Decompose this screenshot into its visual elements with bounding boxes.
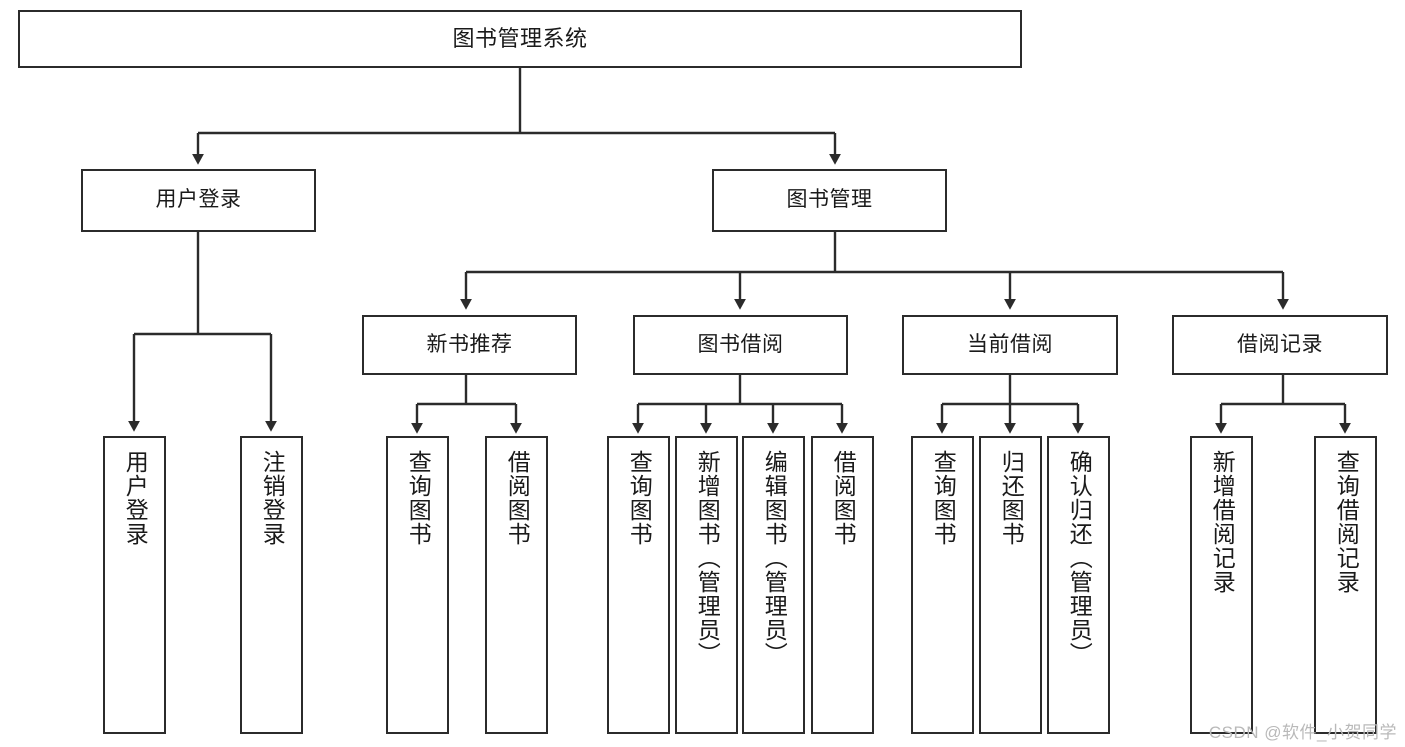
node-book-management[interactable]: 图书管理 bbox=[712, 169, 947, 232]
node-current-borrow[interactable]: 当前借阅 bbox=[902, 315, 1118, 375]
node-label: 确认归还（管理员） bbox=[1066, 450, 1093, 666]
node-label: 查询借阅记录 bbox=[1333, 450, 1360, 594]
leaf-add-book[interactable]: 新增图书（管理员） bbox=[675, 436, 738, 734]
node-label: 图书管理 bbox=[786, 188, 873, 212]
leaf-logout-login[interactable]: 注销登录 bbox=[240, 436, 303, 734]
leaf-confirm-return[interactable]: 确认归还（管理员） bbox=[1047, 436, 1110, 734]
leaf-borrow-book-2[interactable]: 借阅图书 bbox=[811, 436, 874, 734]
leaf-return-book[interactable]: 归还图书 bbox=[979, 436, 1042, 734]
node-root-system[interactable]: 图书管理系统 bbox=[18, 10, 1022, 68]
watermark-text: CSDN @软件_小贺同学 bbox=[1208, 723, 1397, 742]
node-label: 查询图书 bbox=[626, 450, 653, 546]
leaf-user-login[interactable]: 用户登录 bbox=[103, 436, 166, 734]
node-label: 编辑图书（管理员） bbox=[761, 450, 788, 666]
leaf-query-book-3[interactable]: 查询图书 bbox=[911, 436, 974, 734]
node-label: 新增借阅记录 bbox=[1209, 450, 1236, 594]
leaf-query-book-2[interactable]: 查询图书 bbox=[607, 436, 670, 734]
node-label: 新增图书（管理员） bbox=[694, 450, 721, 666]
node-label: 图书借阅 bbox=[697, 332, 784, 356]
node-label: 新书推荐 bbox=[426, 332, 513, 356]
leaf-borrow-book-1[interactable]: 借阅图书 bbox=[485, 436, 548, 734]
node-borrow-record[interactable]: 借阅记录 bbox=[1172, 315, 1388, 375]
node-label: 查询图书 bbox=[405, 450, 432, 546]
node-label: 查询图书 bbox=[930, 450, 957, 546]
leaf-query-book-1[interactable]: 查询图书 bbox=[386, 436, 449, 734]
leaf-edit-book[interactable]: 编辑图书（管理员） bbox=[742, 436, 805, 734]
leaf-add-record[interactable]: 新增借阅记录 bbox=[1190, 436, 1253, 734]
node-label: 借阅图书 bbox=[504, 450, 531, 546]
node-label: 当前借阅 bbox=[967, 332, 1053, 356]
node-new-book-recommend[interactable]: 新书推荐 bbox=[362, 315, 577, 375]
node-label: 借阅记录 bbox=[1237, 332, 1323, 356]
node-label: 用户登录 bbox=[122, 450, 149, 546]
leaf-query-record[interactable]: 查询借阅记录 bbox=[1314, 436, 1377, 734]
node-label: 借阅图书 bbox=[830, 450, 857, 546]
node-label: 注销登录 bbox=[259, 450, 286, 546]
node-user-login[interactable]: 用户登录 bbox=[81, 169, 316, 232]
node-book-borrow[interactable]: 图书借阅 bbox=[633, 315, 848, 375]
node-label: 用户登录 bbox=[155, 188, 242, 212]
node-label: 归还图书 bbox=[998, 450, 1025, 546]
node-label: 图书管理系统 bbox=[452, 26, 588, 52]
